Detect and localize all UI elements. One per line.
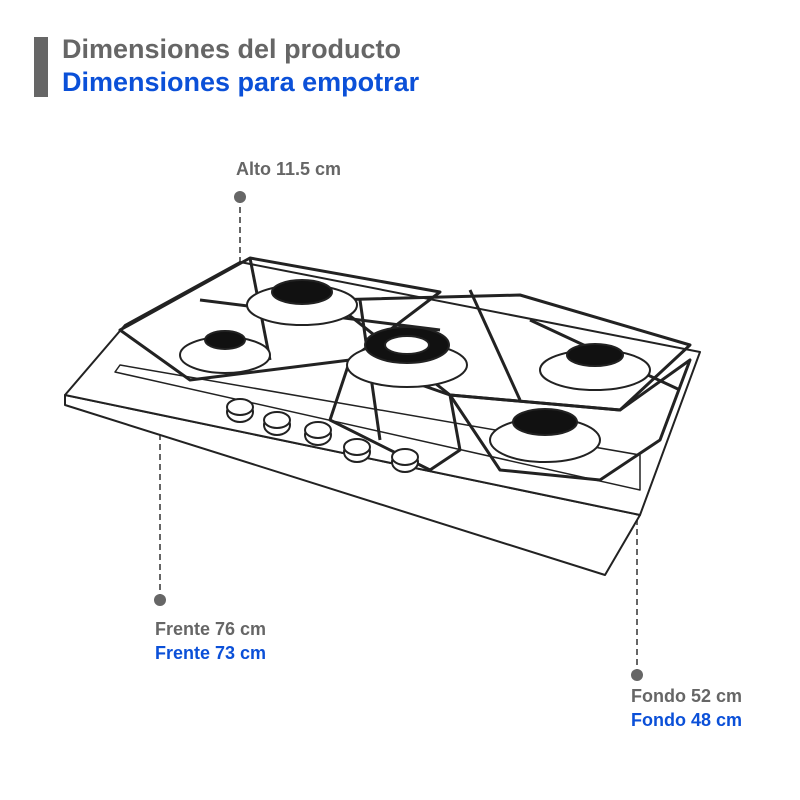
cooktop: [64, 256, 701, 576]
control-knobs: [226, 398, 419, 473]
height-label: Alto 11.5 cm: [236, 159, 342, 179]
width-marker-dot: [154, 594, 166, 606]
header-accent-bar: [34, 37, 48, 97]
width-product-label: Frente 76 cm: [155, 619, 267, 639]
burners: [179, 279, 651, 463]
depth-product-label: Fondo 52 cm: [631, 686, 743, 706]
width-builtin-label: Frente 73 cm: [155, 643, 267, 663]
depth-builtin-label: Fondo 48 cm: [631, 710, 743, 730]
depth-marker-dot: [631, 669, 643, 681]
title-product-dimensions: Dimensiones del producto: [62, 34, 402, 64]
height-marker-dot: [234, 191, 246, 203]
title-builtin-dimensions: Dimensiones para empotrar: [62, 67, 420, 97]
